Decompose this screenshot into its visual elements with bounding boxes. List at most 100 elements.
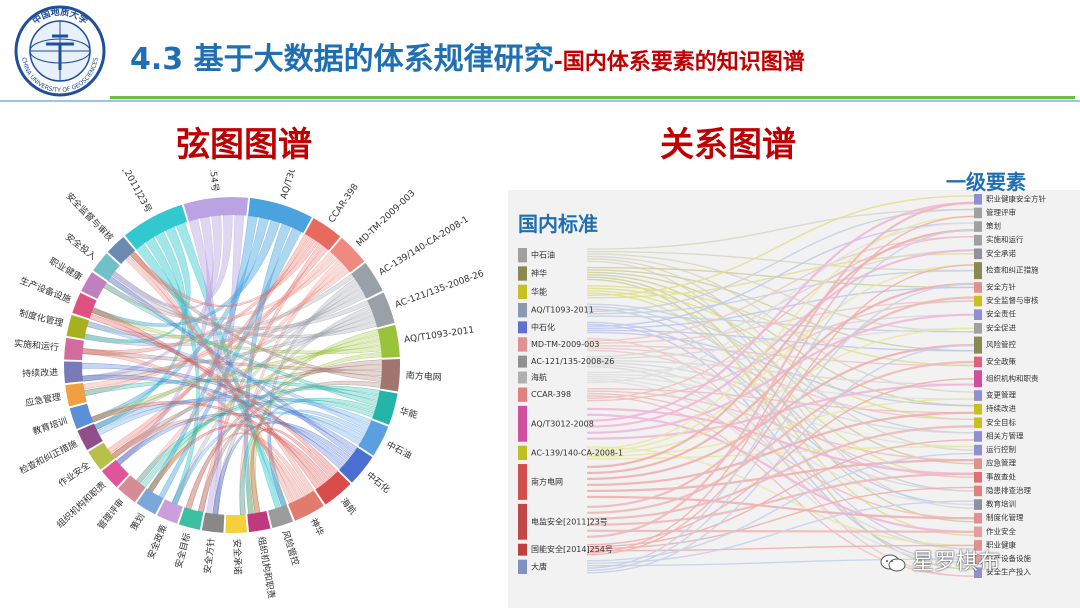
sankey-link-5-7 [586, 300, 975, 344]
chord-label-14: 风险管控 [279, 529, 301, 567]
chord-arc-32 [93, 253, 120, 281]
chord-label-6: AC-121/135-2008-26 [394, 269, 486, 311]
sankey-right-label-23: 作业安全 [986, 526, 1016, 536]
sankey-link-8-22 [586, 392, 975, 519]
sankey-link-11-2 [586, 229, 975, 469]
chord-label-25: 教育培训 [31, 415, 69, 438]
chord-label-10: 中石油 [384, 438, 414, 461]
sankey-link-10-17 [586, 445, 975, 460]
sankey-right-label-15: 安全目标 [986, 417, 1016, 427]
sankey-left-node-7 [518, 371, 527, 384]
sankey-right-label-21: 教育培训 [986, 499, 1016, 509]
sankey-right-label-20: 隐患排查治理 [986, 485, 1031, 495]
sankey-left-label-6: AC-121/135-2008-26 [531, 357, 614, 366]
sankey-left-label-2: 华能 [531, 286, 547, 296]
chord-label-15: 组织机构和职责 [255, 536, 277, 600]
sankey-right-node-0 [974, 194, 982, 205]
sankey-link-4-10 [586, 329, 975, 352]
sankey-link-8-18 [586, 390, 975, 461]
sankey-link-5-11 [586, 344, 975, 367]
sankey-right-node-2 [974, 221, 982, 232]
sankey-link-9-4 [586, 249, 975, 428]
chord-arc-19 [157, 499, 183, 524]
sankey-left-node-6 [518, 355, 527, 368]
chord-arc-4 [330, 237, 365, 273]
sankey-left-node-14 [518, 559, 527, 574]
sankey-right-label-17: 运行控制 [986, 444, 1016, 454]
chord-label-3: CCAR-398 [327, 182, 361, 225]
sankey-left-label-12: 电监安全[2011]23号 [531, 516, 608, 526]
chord-arc-23 [88, 442, 115, 470]
sankey-right-node-17 [974, 444, 982, 456]
chord-ribbon-11-27 [82, 374, 344, 470]
sankey-left-node-2 [518, 284, 527, 300]
header-divider-green [110, 96, 1075, 99]
chord-ribbon-6-32 [111, 270, 378, 339]
sankey-left-node-1 [518, 266, 527, 281]
sankey-right-label-12: 组织机构和职责 [986, 373, 1039, 383]
chord-label-9: 华能 [398, 405, 419, 421]
chord-ribbon-9-31 [103, 282, 378, 407]
slide-title-main: 4.3 基于大数据的体系规律研究 [130, 42, 554, 77]
sankey-left-node-12 [518, 503, 527, 540]
sankey-link-2-0 [586, 195, 975, 297]
sankey-link-14-21 [586, 500, 975, 564]
chord-arc-3 [304, 218, 341, 251]
chord-arc-28 [64, 337, 84, 361]
sankey-link-13-5 [586, 264, 975, 556]
chord-arc-15 [247, 511, 271, 533]
sankey-right-node-1 [974, 207, 982, 219]
sankey-right-header: 一级要素 [946, 170, 1026, 194]
sankey-right-label-2: 策划 [986, 221, 1001, 231]
sankey-link-14-2 [586, 229, 975, 569]
chord-arc-2 [248, 197, 312, 234]
chord-label-2: AQ/T3012-2008 [279, 170, 310, 200]
sankey-right-label-6: 安全方针 [986, 281, 1016, 291]
sankey-left-node-9 [518, 405, 527, 442]
sankey-left-node-10 [518, 445, 527, 461]
sankey-right-node-22 [974, 512, 982, 524]
sankey-left-label-13: 国能安全[2014]254号 [531, 544, 613, 554]
sankey-link-3-5 [586, 269, 975, 315]
sankey-right-label-18: 应急管理 [986, 458, 1016, 468]
sankey-link-12-0 [586, 201, 975, 538]
sankey-right-label-10: 风险管控 [986, 339, 1016, 349]
chord-ribbon-11-32 [107, 276, 355, 457]
chord-label-18: 安全目标 [172, 532, 193, 570]
chord-arc-0 [124, 204, 188, 250]
sankey-link-14-6 [586, 283, 975, 572]
sankey-right-node-26 [974, 567, 982, 578]
sankey-right-node-4 [974, 248, 982, 260]
sankey-link-10-9 [586, 327, 975, 455]
chord-arc-10 [358, 420, 389, 456]
sankey-link-12-19 [586, 472, 975, 526]
chord-label-0: 电监安全[2011]23号 [103, 170, 155, 215]
sankey-link-13-16 [586, 439, 975, 548]
slide-title-sub: -国内体系要素的知识图谱 [553, 50, 805, 75]
sankey-right-node-15 [974, 417, 982, 429]
sankey-left-node-0 [518, 248, 527, 263]
sankey-link-10-1 [586, 215, 975, 450]
chord-ribbon-10-14 [268, 409, 368, 507]
sankey-left-header: 国内标准 [518, 212, 598, 236]
sankey-right-node-8 [974, 309, 982, 320]
sankey-left-label-14: 大唐 [531, 561, 547, 571]
sankey-right-label-7: 安全监督与审核 [986, 295, 1039, 305]
chord-arc-31 [81, 272, 107, 299]
sankey-link-8-3 [586, 235, 975, 399]
sankey-right-node-16 [974, 431, 982, 442]
sankey-right-label-8: 安全责任 [986, 309, 1016, 319]
sankey-right-label-14: 持续改进 [986, 403, 1016, 413]
sankey-right-node-23 [974, 526, 982, 538]
chord-arcs [63, 197, 400, 533]
chord-ribbons [81, 214, 383, 516]
sankey-link-9-8 [586, 313, 975, 434]
chord-ribbon-4-31 [103, 255, 339, 321]
sankey-right-label-1: 管理评审 [986, 207, 1016, 217]
sankey-link-9-19 [586, 407, 975, 475]
chord-arc-18 [178, 507, 204, 530]
chord-ribbon-13-18 [185, 432, 310, 510]
watermark-text: 星罗棋布 [912, 550, 1001, 575]
chord-arc-24 [77, 423, 103, 451]
sankey-left-label-3: AQ/T1093-2011 [531, 306, 594, 315]
